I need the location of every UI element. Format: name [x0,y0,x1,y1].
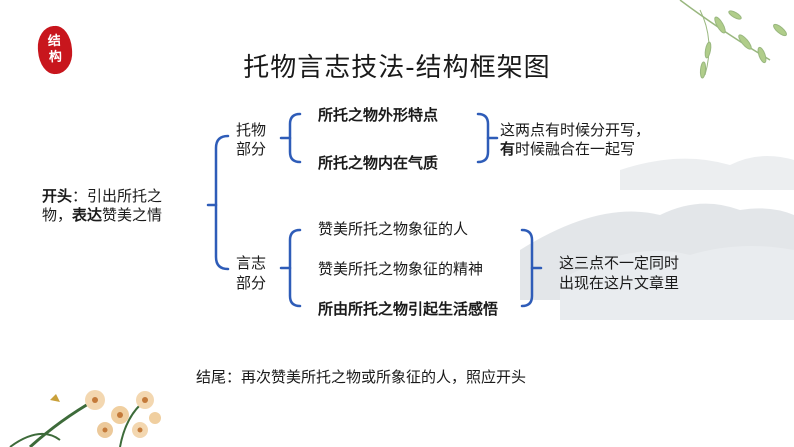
yanzhi-bracket [288,228,302,308]
tuowu-note-1: 这两点有时候分开写， [500,121,651,139]
yanzhi-item-3: 所由所托之物引起生活感悟 [318,300,499,318]
willow-branch [679,0,787,79]
yanzhi-right-bracket [520,228,534,308]
opening-text-2c: 赞美之情 [102,206,163,224]
tuowu-item-2: 所托之物内在气质 [318,154,439,172]
opening-text-2a: 物， [42,206,73,224]
tuowu-note-2: 有时候融合在一起写 [500,140,635,158]
yanzhi-note-2: 出现在这片文章里 [559,274,680,292]
yanzhi-note-1: 这三点不一定同时 [559,254,680,272]
page-title: 托物言志技法-结构框架图 [243,53,551,83]
yanzhi-item-1: 赞美所托之物象征的人 [318,220,469,238]
yanzhi-label-2: 部分 [236,274,267,292]
tuowu-label-1: 托物 [236,121,267,139]
orchid-flowers [9,390,161,447]
opening-line-1: 开头：引出所托之 [42,187,162,205]
tuowu-note-2b: 时候融合在一起写 [515,140,636,158]
opening-label: 开头 [42,187,73,205]
tuowu-right-bracket [476,112,490,164]
main-bracket [214,134,230,271]
opening-text-1: ：引出所托之 [72,187,163,205]
yanzhi-label-1: 言志 [236,254,267,272]
tuowu-item-1: 所托之物外形特点 [318,106,439,124]
tuowu-bracket [288,112,302,164]
tuowu-note-2a: 有 [500,140,516,158]
ending-text: 结尾：再次赞美所托之物或所象征的人，照应开头 [196,368,527,386]
opening-text-2b: 表达 [72,206,103,224]
yanzhi-item-2: 赞美所托之物象征的精神 [318,260,484,278]
opening-line-2: 物，表达赞美之情 [42,206,162,224]
tuowu-label-2: 部分 [236,140,267,158]
ink-mountains [520,156,794,320]
